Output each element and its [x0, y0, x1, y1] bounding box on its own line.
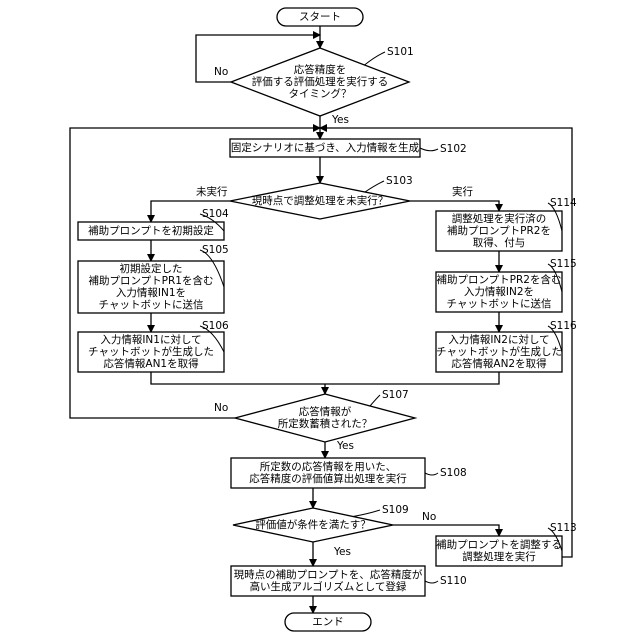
node-s102: 固定シナリオに基づき、入力情報を生成 S102	[230, 139, 467, 157]
step-leader	[370, 395, 380, 406]
step-label: S115	[550, 258, 577, 270]
connector-s116-merge	[325, 372, 499, 384]
step-label: S109	[382, 504, 409, 516]
node-start: スタート	[277, 8, 363, 26]
step-label: S104	[202, 208, 229, 220]
connector-s103-s114	[410, 201, 499, 211]
node-text: 調整処理を実行済の	[452, 212, 547, 225]
node-s107: 応答情報が所定数蓄積された？ S107	[235, 389, 415, 442]
node-text: チャットボットに送信	[99, 298, 204, 311]
node-s116: 入力情報IN2に対してチャットボットが生成した応答情報AN2を取得 S116	[436, 320, 577, 372]
node-text: 評価する評価処理を実行する	[252, 75, 389, 88]
step-label: S114	[550, 197, 577, 209]
step-leader	[353, 510, 380, 517]
node-text: 現時点の補助プロンプトを、応答精度が	[234, 568, 423, 581]
node-s113: 補助プロンプトを調整する調整処理を実行 S113	[436, 522, 577, 566]
node-text: 所定数蓄積された？	[278, 417, 373, 430]
node-text: 応答精度を	[294, 63, 347, 76]
node-text: 入力情報IN1を	[116, 286, 186, 299]
node-text: 入力情報IN1に対して	[100, 333, 201, 346]
node-text: 所定数の応答情報を用いた、	[260, 460, 397, 473]
node-s106: 入力情報IN1に対してチャットボットが生成した応答情報AN1を取得 S106	[78, 320, 229, 372]
node-text: 補助プロンプトを調整する	[436, 538, 562, 551]
step-label: S106	[202, 320, 229, 332]
node-text: 調整処理を実行	[462, 550, 536, 563]
node-text: 補助プロンプトPR2を含む	[437, 273, 562, 286]
node-s114: 調整処理を実行済の補助プロンプトPR2を取得、付与 S114	[436, 197, 577, 251]
step-label: S105	[202, 244, 229, 256]
connector-s109-s113	[393, 525, 499, 536]
node-text: 入力情報IN2を	[464, 285, 534, 298]
node-s109: 評価値が条件を満たす？ S109	[233, 504, 409, 542]
node-s103: 現時点で調整処理を未実行？ S103	[230, 175, 413, 219]
step-leader	[365, 52, 386, 65]
node-text: 固定シナリオに基づき、入力情報を生成	[231, 141, 420, 154]
node-text: 評価値が条件を満たす？	[255, 518, 371, 531]
label-s103-right: 実行	[452, 185, 473, 198]
step-label: S102	[440, 143, 467, 155]
label-s107-yes: Yes	[336, 440, 354, 452]
node-s104: 補助プロンプトを初期設定 S104	[78, 208, 229, 240]
node-s105: 初期設定した補助プロンプトPR1を含む入力情報IN1をチャットボットに送信 S10…	[78, 244, 229, 313]
step-leader	[365, 181, 384, 192]
connector-s106-merge	[151, 372, 325, 384]
node-text: 取得、付与	[473, 236, 526, 249]
flowchart-nodes: スタート応答精度を評価する評価処理を実行するタイミング？ S101 固定シナリオに基…	[78, 8, 577, 631]
step-leader	[425, 473, 438, 475]
node-text: エンド	[312, 616, 344, 628]
node-s101: 応答精度を評価する評価処理を実行するタイミング？ S101	[231, 46, 414, 116]
node-text: 現時点で調整処理を未実行？	[252, 194, 389, 207]
step-label: S101	[387, 46, 414, 58]
node-text: 応答精度の評価値算出処理を実行	[249, 472, 407, 485]
node-text: 補助プロンプトPR1を含む	[89, 274, 214, 287]
node-text: 初期設定した	[120, 262, 183, 275]
step-label: S116	[550, 320, 577, 332]
node-text: 入力情報IN2に対して	[448, 333, 549, 346]
node-text: スタート	[299, 11, 341, 23]
node-text: チャットボットが生成した	[88, 345, 214, 358]
label-s109-yes: Yes	[333, 546, 351, 558]
step-leader	[425, 581, 438, 583]
node-text: 高い生成アルゴリズムとして登録	[250, 580, 407, 593]
node-text: 補助プロンプトを初期設定	[88, 224, 214, 237]
node-end: エンド	[285, 613, 371, 631]
node-text: 応答情報が	[299, 405, 352, 418]
step-label: S110	[440, 575, 467, 587]
step-leader	[420, 148, 438, 151]
label-s107-no: No	[214, 402, 228, 414]
node-text: チャットボットに送信	[447, 297, 552, 310]
step-label: S107	[382, 389, 409, 401]
node-text: チャットボットが生成した	[436, 345, 562, 358]
node-s108: 所定数の応答情報を用いた、応答精度の評価値算出処理を実行 S108	[231, 458, 467, 488]
label-s109-no: No	[422, 511, 436, 523]
node-text: タイミング？	[289, 87, 352, 100]
node-text: 補助プロンプトPR2を	[447, 224, 551, 237]
label-s101-yes: Yes	[331, 114, 349, 126]
node-s115: 補助プロンプトPR2を含む入力情報IN2をチャットボットに送信 S115	[436, 258, 577, 312]
label-s103-left: 未実行	[196, 185, 228, 198]
label-s101-no: No	[214, 66, 228, 78]
step-label: S103	[386, 175, 413, 187]
step-label: S108	[440, 467, 467, 479]
node-text: 応答情報AN2を取得	[451, 357, 546, 370]
step-label: S113	[550, 522, 577, 534]
node-text: 応答情報AN1を取得	[103, 357, 198, 370]
node-s110: 現時点の補助プロンプトを、応答精度が高い生成アルゴリズムとして登録 S110	[231, 566, 467, 596]
